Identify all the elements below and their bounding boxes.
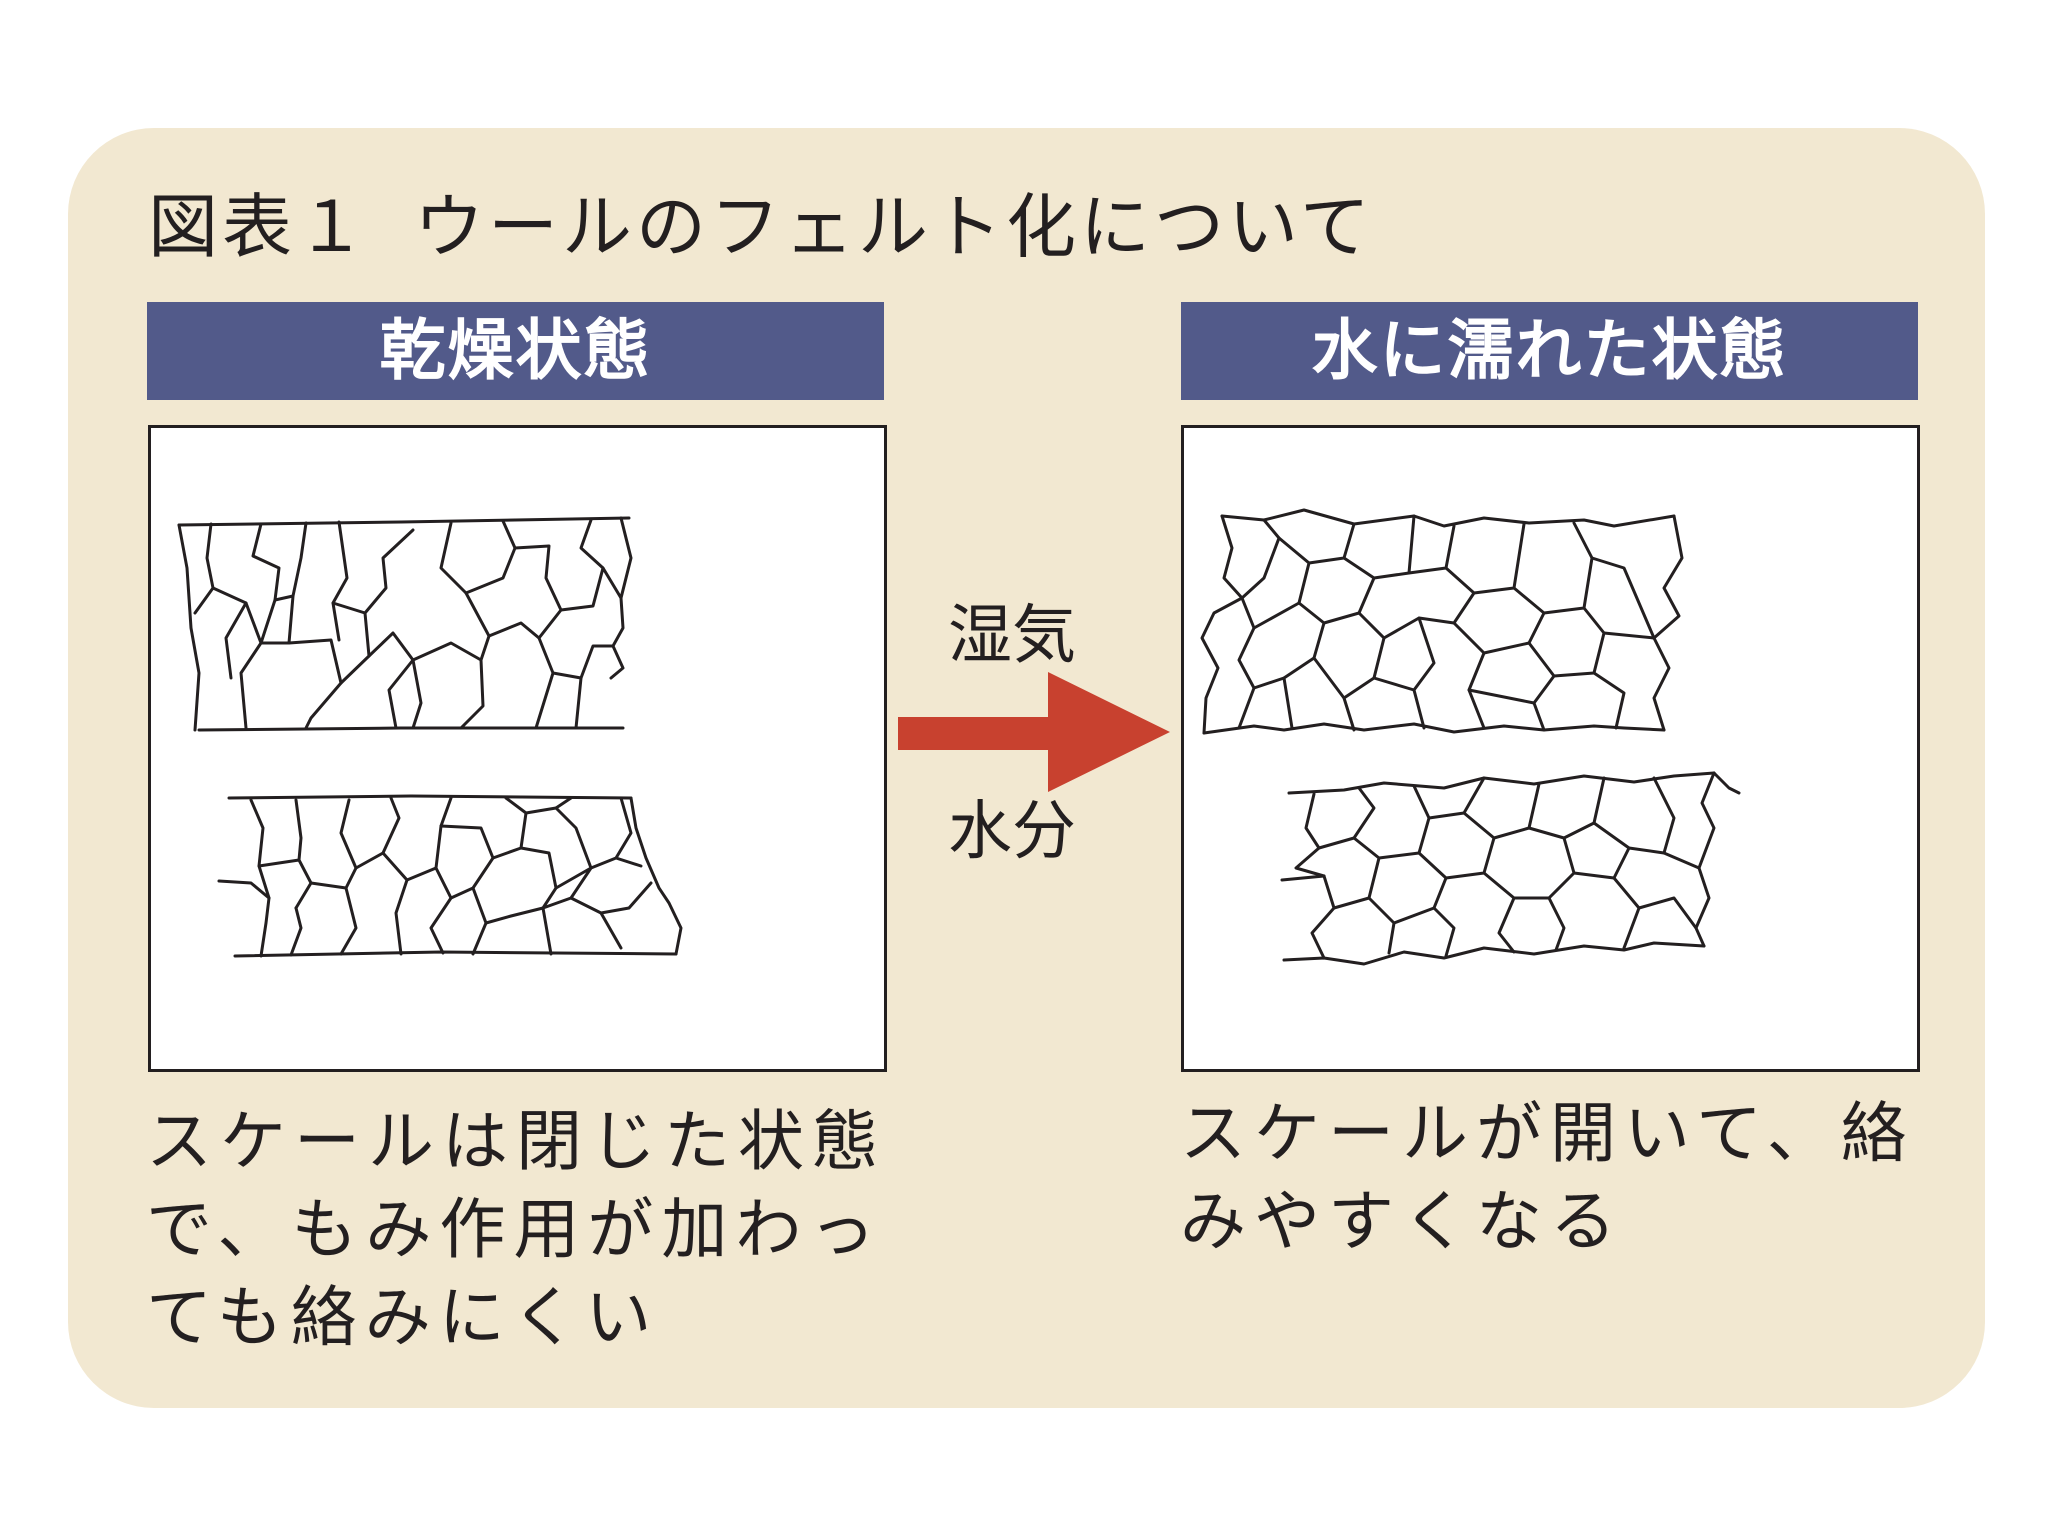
figure-title-text: ウールのフェルト化について — [414, 186, 1374, 268]
header-wet-state: 水に濡れた状態 — [1181, 302, 1918, 400]
wet-fiber-upper — [1200, 508, 1684, 735]
caption-dry-state: スケールは閉じた状態 で、もみ作用が加わっ ても絡みにくい — [146, 1098, 906, 1362]
dry-fiber-lower — [217, 794, 683, 958]
right-arrow-icon — [898, 672, 1170, 792]
wet-fiber-illustration — [1181, 425, 1920, 1072]
wet-fiber-lower — [1280, 771, 1741, 966]
caption-dry-line-1: スケールは閉じた状態 — [146, 1103, 886, 1180]
header-dry-state: 乾燥状態 — [147, 302, 884, 400]
caption-dry-line-2: で、もみ作用が加わっ — [146, 1191, 884, 1268]
caption-wet-line-1: スケールが開いて、絡 — [1180, 1095, 1915, 1172]
figure-title: 図表１ ウールのフェルト化について — [148, 182, 1374, 272]
arrow-label-humidity: 湿気 — [948, 599, 1076, 673]
dry-fiber-illustration — [148, 425, 887, 1072]
caption-wet-state: スケールが開いて、絡 みやすくなる — [1180, 1090, 1950, 1266]
dry-fiber-upper — [177, 516, 633, 732]
caption-wet-line-2: みやすくなる — [1180, 1183, 1624, 1260]
caption-dry-line-3: ても絡みにくい — [146, 1279, 660, 1356]
arrow-label-moisture: 水分 — [948, 795, 1076, 869]
figure-number: 図表１ — [148, 186, 370, 268]
